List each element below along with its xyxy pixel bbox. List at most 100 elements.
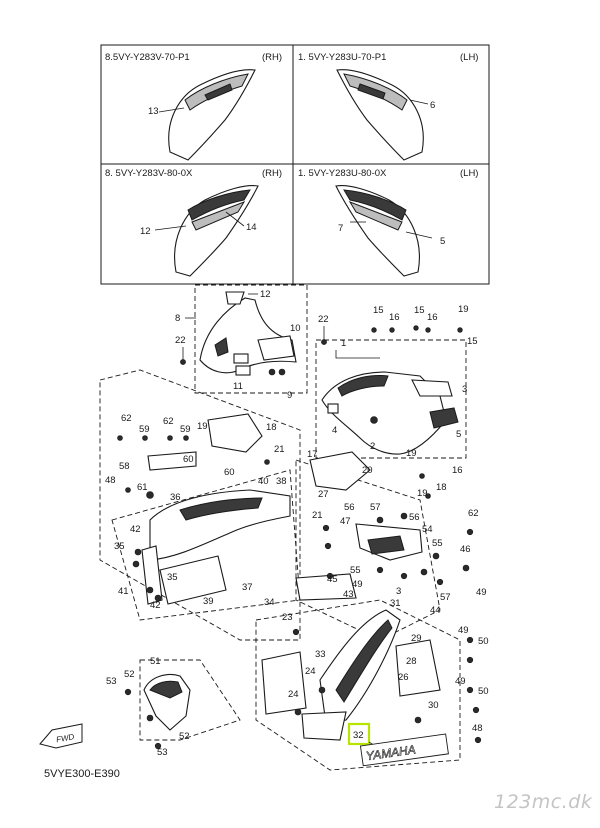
fairing-rh-variant-2 [174,185,259,277]
side-cowl-rh-group [125,487,291,605]
callout-14: 14 [246,222,257,233]
callout-59-a: 59 [139,424,150,435]
callout-26: 26 [398,672,409,683]
callout-41: 41 [118,586,129,597]
callout-18: 18 [266,422,277,433]
callout-35-a: 35 [114,541,125,552]
callout-12-panel: 12 [140,226,151,237]
fairing-lh-variant-2 [335,185,420,277]
callout-19-a: 19 [458,304,469,315]
panel-3-label: 8. 5VY-Y283V-80-0X [105,168,193,179]
callout-15-b: 15 [414,305,425,316]
callout-5-panel: 5 [440,236,445,247]
callout-48-a: 48 [105,475,116,486]
callout-8: 8 [175,313,180,324]
callout-21-b: 21 [312,510,323,521]
callout-49-c: 49 [458,625,469,636]
callout-49-a: 49 [352,579,363,590]
panel-2-label: 1. 5VY-Y283U-70-P1 [298,52,386,63]
callout-49-d: 49 [455,676,466,687]
callout-10: 10 [290,323,301,334]
callout-22-upper: 22 [175,335,186,346]
callout-3-b: 3 [396,586,401,597]
callout-52-b: 52 [179,731,190,742]
panel-2-side: (LH) [460,52,478,63]
callout-42-a: 42 [130,524,141,535]
callout-54: 54 [422,524,433,535]
callout-62-a: 62 [121,413,132,424]
callout-20: 20 [362,465,373,476]
fairing-lh-variant-1 [336,69,424,161]
callout-13: 13 [148,106,159,117]
callout-61: 61 [137,482,148,493]
callout-53-b: 53 [157,747,168,758]
yamaha-decal: YAMAHA [359,733,449,767]
callout-19-d: 19 [417,488,428,499]
callout-60-b: 60 [224,467,235,478]
callout-23: 23 [282,612,293,623]
callout-6: 6 [430,100,435,111]
callout-18-b: 18 [436,482,447,493]
callout-55-b: 55 [432,538,443,549]
callout-29: 29 [411,633,422,644]
callout-38: 38 [276,476,287,487]
callout-59-b: 59 [180,424,191,435]
callout-33: 33 [315,649,326,660]
callout-19-c: 19 [406,448,417,459]
panel-4-label: 1. 5VY-Y283U-80-0X [298,168,387,179]
callout-32: 32 [353,730,364,741]
callout-42-b: 42 [150,600,161,611]
fwd-arrow-icon: FWD [39,723,83,749]
callout-56-b: 56 [409,512,420,523]
nose-piece-group [124,673,191,750]
callout-55: 55 [350,565,361,576]
panel-3-side: (RH) [262,168,282,179]
diagram-code: 5VYE300-E390 [44,768,120,780]
callout-16-a: 16 [389,312,400,323]
variant-panels: 8.5VY-Y283V-70-P1 (RH) 13 1. 5VY-Y283U-7… [100,44,490,285]
fwd-label: FWD [55,732,75,744]
callout-22-lh: 22 [318,314,329,325]
callout-62-c: 62 [468,508,479,519]
callout-12: 12 [260,289,271,300]
callout-31: 31 [390,598,401,609]
callout-4: 4 [332,425,337,436]
callout-34: 34 [264,597,275,608]
upper-cowl-group [199,291,297,376]
callout-43: 43 [343,589,354,600]
callout-24-a: 24 [305,666,316,677]
side-cowl-lh-group [321,371,459,455]
callout-5: 5 [456,429,461,440]
callout-40: 40 [258,476,269,487]
callout-30: 30 [428,700,439,711]
callout-16-b: 16 [427,312,438,323]
callout-50-a: 50 [478,636,489,647]
callout-2: 2 [370,441,375,452]
callout-51: 51 [150,656,161,667]
callout-36: 36 [170,492,181,503]
callout-62-b: 62 [163,416,174,427]
callout-47: 47 [340,516,351,527]
panel-4-side: (LH) [460,168,478,179]
callout-16-c: 16 [452,465,463,476]
lower-cowl-group [261,609,482,744]
callout-46: 46 [460,544,471,555]
callout-24-b: 24 [288,689,299,700]
callout-27: 27 [318,489,329,500]
callout-48-b: 48 [472,723,483,734]
callout-57: 57 [370,502,381,513]
callout-60-a: 60 [183,454,194,465]
callout-39: 39 [203,596,214,607]
callout-37: 37 [242,582,253,593]
watermark: 123mc.dk [494,791,593,813]
panel-1-label: 8.5VY-Y283V-70-P1 [105,52,190,63]
callout-21: 21 [274,444,285,455]
callout-32-highlight [347,722,371,746]
callout-50-b: 50 [478,686,489,697]
callout-15-c: 15 [467,336,478,347]
callout-3: 3 [462,384,467,395]
inner-panel-group [117,413,431,499]
fairing-rh-variant-1 [168,69,256,161]
callout-56: 56 [344,502,355,513]
